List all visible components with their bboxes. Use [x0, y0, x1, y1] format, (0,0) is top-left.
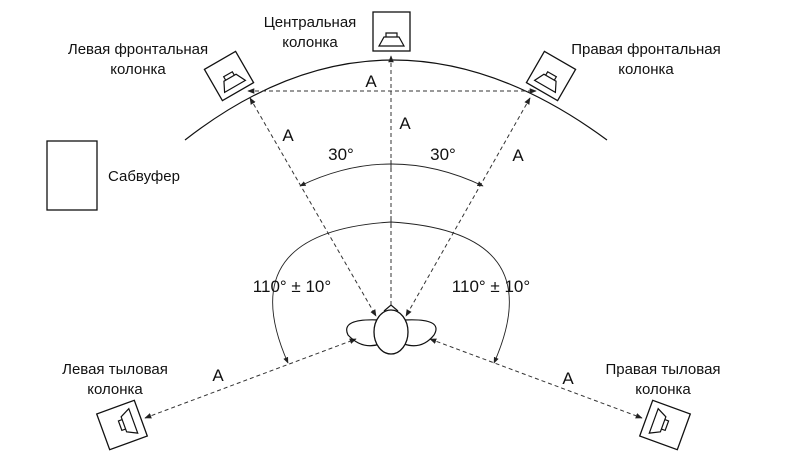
distance-label-front-left: A — [282, 126, 294, 145]
center-speaker — [372, 11, 411, 52]
front-right-label-line1: Правая фронтальная — [571, 41, 721, 58]
listener — [346, 304, 437, 355]
rear-left-label-line2: колонка — [87, 381, 143, 398]
rear-right-speaker — [638, 399, 692, 451]
speaker-icon — [377, 32, 406, 47]
listener-nose — [383, 304, 399, 312]
rear-left-listener-line — [144, 338, 357, 419]
distance-label-rear-right: A — [562, 369, 574, 388]
rear-left-label-line1: Левая тыловая — [62, 361, 168, 378]
speaker-icon — [648, 407, 670, 434]
angle-label-front-right: 30° — [430, 145, 456, 164]
front-right-speaker — [525, 50, 577, 102]
center-speaker-label-line1: Центральная — [264, 14, 357, 31]
angle-label-rear-right: 110° ± 10° — [452, 277, 530, 296]
rear-right-label-line2: колонка — [635, 381, 691, 398]
speaker-icon — [533, 70, 558, 94]
angle-label-rear-left: 110° ± 10° — [253, 277, 331, 296]
center-speaker-box — [372, 11, 411, 52]
front-left-label-line1: Левая фронтальная — [68, 41, 208, 58]
subwoofer-label: Сабвуфер — [108, 168, 180, 185]
front-left-label-line2: колонка — [110, 61, 166, 78]
listener-shoulders — [346, 319, 437, 347]
speaker-icon — [117, 407, 139, 434]
distance-label-center: A — [399, 114, 411, 133]
front-right-speaker-box — [525, 50, 577, 102]
front-left-speaker-box — [203, 50, 255, 102]
subwoofer-box — [46, 140, 98, 211]
rear-right-speaker-box — [638, 399, 692, 451]
distance-label-rear-left: A — [212, 366, 224, 385]
listener-head — [373, 309, 409, 355]
rear-right-label-line1: Правая тыловая — [605, 361, 720, 378]
distance-label-front: A — [365, 72, 377, 91]
rear-left-speaker-box — [95, 399, 149, 451]
center-speaker-label-line2: колонка — [282, 34, 338, 51]
rear-right-listener-line — [429, 338, 643, 419]
front-left-speaker — [203, 50, 255, 102]
distance-label-front-right: A — [512, 146, 524, 165]
distance-lines — [144, 55, 643, 419]
speaker-icon — [222, 70, 247, 94]
angle-label-front-left: 30° — [328, 145, 354, 164]
rear-left-speaker — [95, 399, 149, 451]
front-right-label-line2: колонка — [618, 61, 674, 78]
